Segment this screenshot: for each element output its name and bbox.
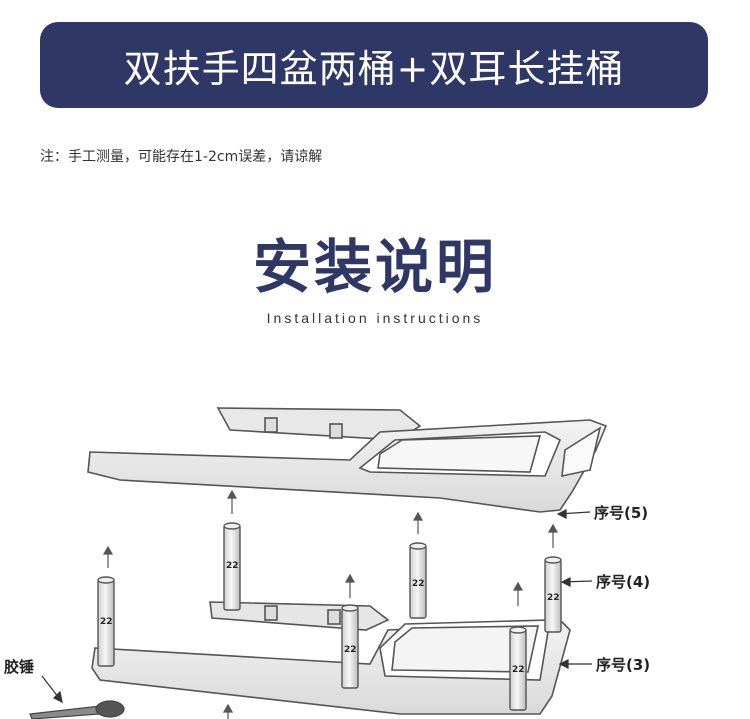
measurement-note: 注：手工测量，可能存在1-2cm误差，请谅解 <box>40 149 323 165</box>
post-number: 22 <box>226 561 239 571</box>
upper-posts <box>223 522 562 633</box>
mallet-label: 胶锤 <box>4 658 34 676</box>
section-subheading: Installation instructions <box>266 310 484 326</box>
post-number: 22 <box>100 617 113 627</box>
post-number: 22 <box>412 579 425 589</box>
post-number: 22 <box>512 665 525 675</box>
part-label-4: 序号(4) <box>596 573 650 591</box>
section-heading: 安装说明 <box>252 233 497 301</box>
banner-title: 双扶手四盆两桶+双耳长挂桶 <box>123 46 625 91</box>
assembly-arrows <box>102 489 559 719</box>
installation-diagram: 22 22 22 22 22 22 序号(5) 序号(4) 序号(3) 胶锤 <box>4 407 650 719</box>
part-label-3: 序号(3) <box>596 656 650 674</box>
lower-posts <box>97 576 527 711</box>
title-banner: 双扶手四盆两桶+双耳长挂桶 <box>40 22 708 108</box>
bottom-frame <box>91 601 571 715</box>
post-number: 22 <box>547 593 560 603</box>
post-number: 22 <box>344 645 357 655</box>
top-frame <box>87 407 608 513</box>
rubber-mallet <box>29 700 125 719</box>
part-label-5: 序号(5) <box>594 504 648 522</box>
